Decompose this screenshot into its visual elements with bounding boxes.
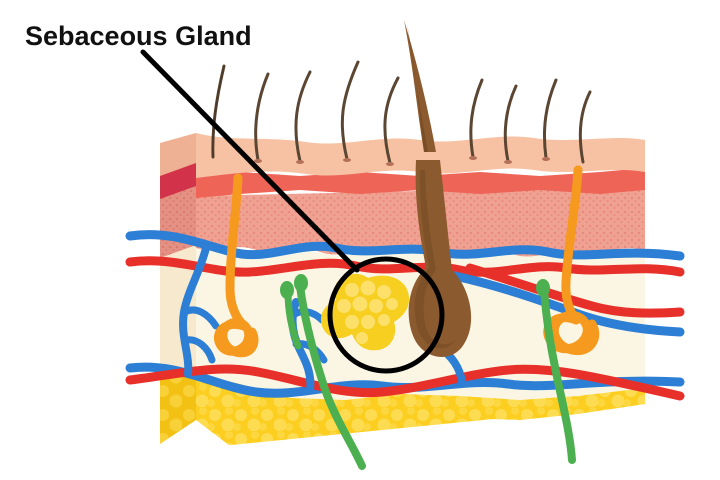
- nerve-receptor-endings: [280, 274, 550, 299]
- page-title: Sebaceous Gland: [25, 21, 252, 51]
- leader-line: [140, 49, 360, 273]
- artery-lower: [125, 364, 685, 401]
- sweat-duct-right: [561, 165, 583, 325]
- capillary-left-branch-a: [181, 306, 220, 330]
- hair-pores: [254, 156, 550, 166]
- nerve-right-main: [540, 286, 576, 464]
- sweat-gland-coil-left: [214, 317, 259, 358]
- terminal-hair-shaft: [404, 20, 436, 152]
- highlight-circle: [327, 256, 445, 374]
- sweat-duct-left: [225, 173, 249, 331]
- artery-mid-right: [465, 263, 685, 318]
- layer-epidermis: [196, 133, 645, 178]
- capillary-left-branch-b: [182, 336, 216, 364]
- hair-shafts: [211, 60, 592, 166]
- sebaceous-cells: [337, 280, 398, 344]
- hair-follicle: [408, 160, 472, 357]
- sebaceous-gland: [320, 273, 410, 351]
- nerve-main: [296, 282, 366, 470]
